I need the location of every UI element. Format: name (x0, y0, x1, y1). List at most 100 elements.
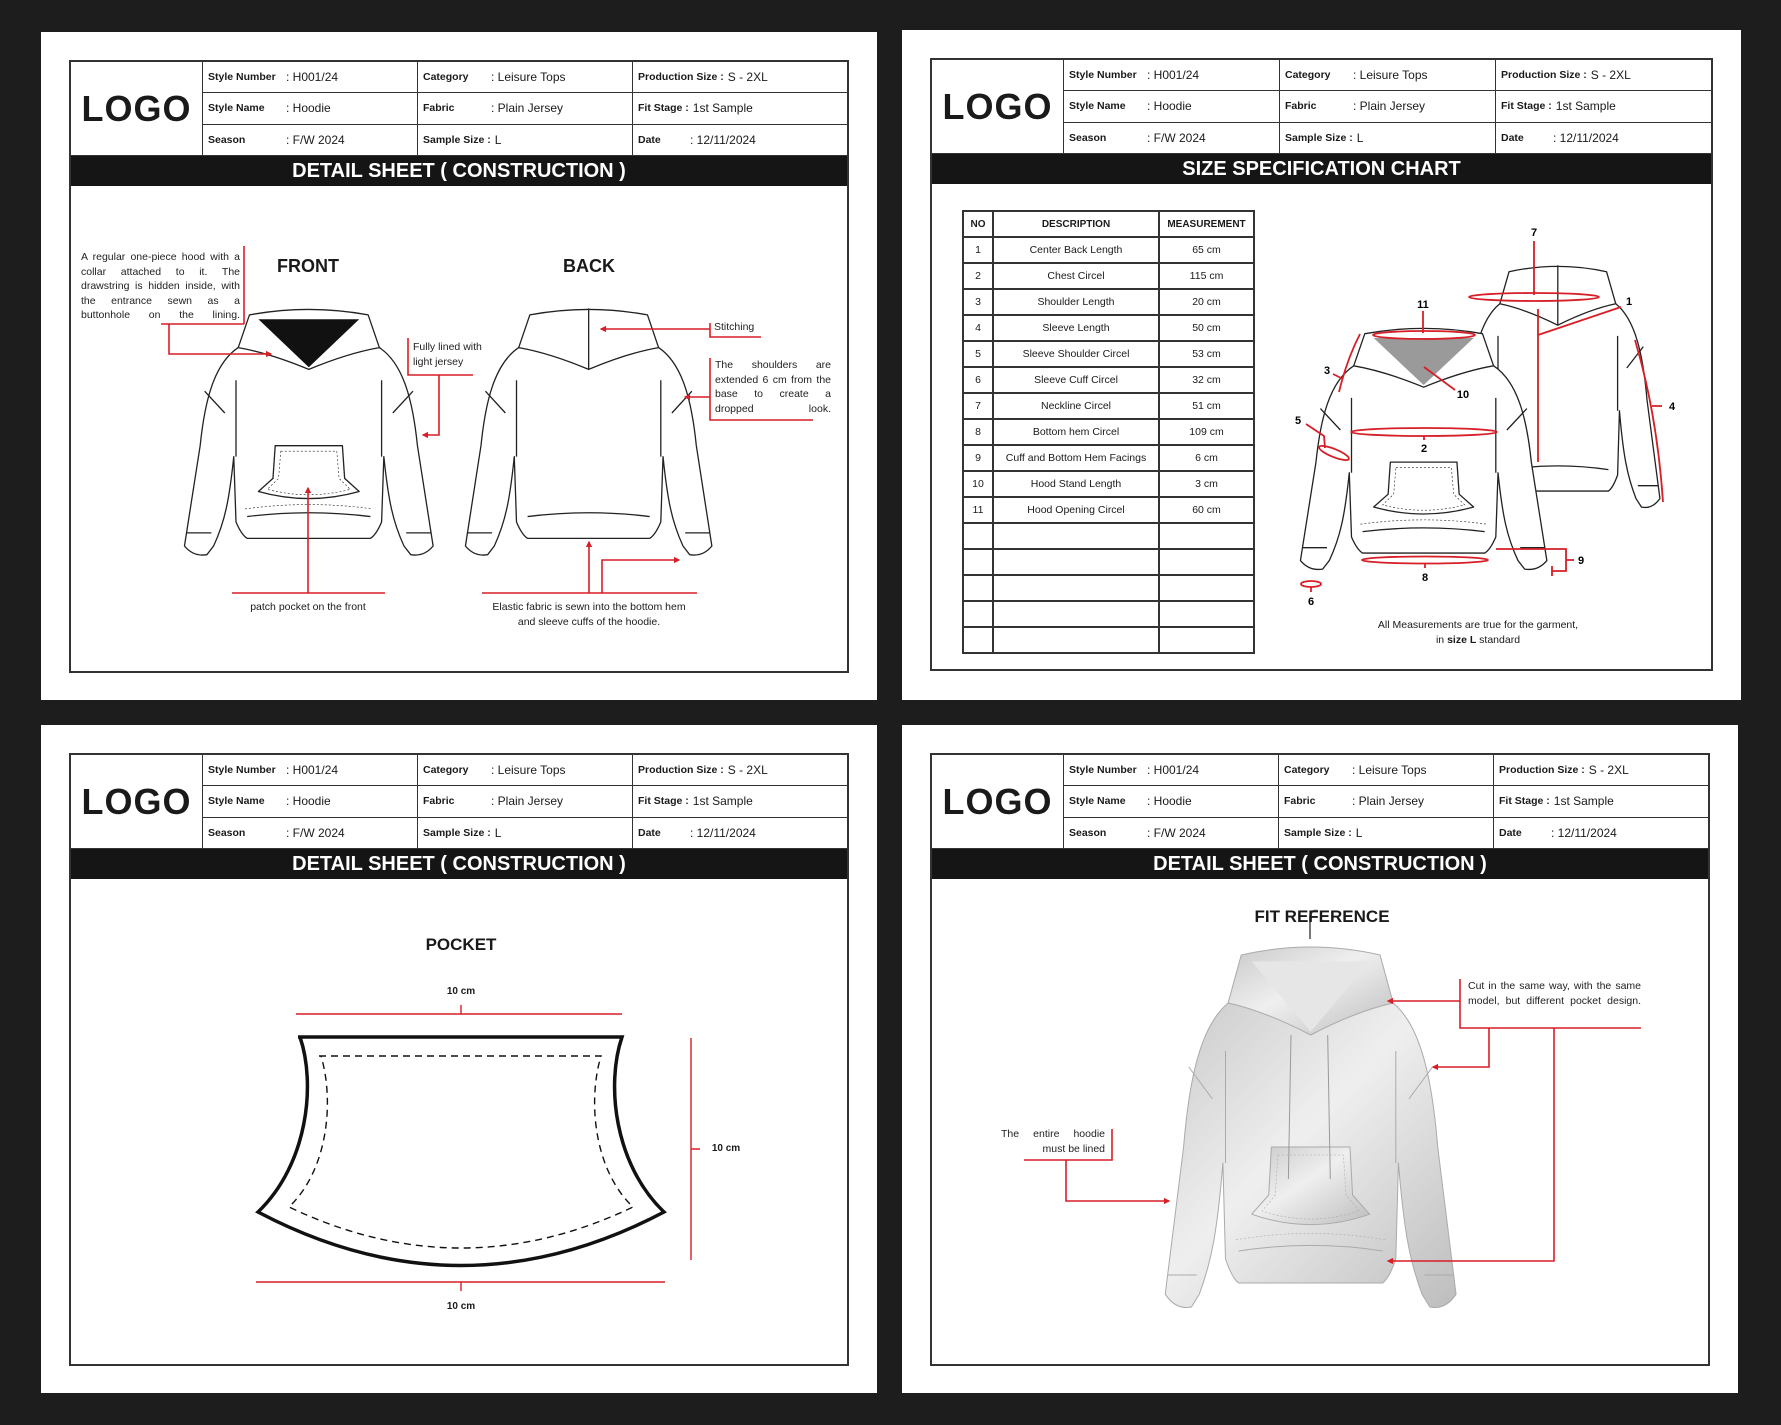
row-measurement: 50 cm (1158, 314, 1255, 342)
marker-number-2: 2 (1421, 443, 1427, 455)
hem-leader (482, 542, 697, 594)
header-col-style: Style Number: H001/24 Style Name: Hoodie… (1064, 755, 1279, 848)
row-no: 10 (962, 470, 994, 498)
category-field: Category: Leisure Tops (1279, 755, 1493, 787)
shoulder-note: The shoulders are extended 6 cm from the… (715, 359, 831, 415)
size-chart-panel: LOGO Style Number: H001/24 Style Name: H… (902, 30, 1741, 700)
marker-9 (1496, 548, 1574, 576)
column-header-no: NO (962, 210, 994, 238)
field-label: Sample Size : (1285, 131, 1353, 144)
row-no: 3 (962, 288, 994, 316)
field-value: : Hoodie (1147, 794, 1192, 809)
pocket-sheet: LOGO Style Number: H001/24 Style Name: H… (69, 753, 849, 1366)
row-measurement: 65 cm (1158, 236, 1255, 264)
column-header-description: DESCRIPTION (992, 210, 1160, 238)
fit-stage-field: Fit Stage :1st Sample (1496, 91, 1711, 123)
season-field: Season: F/W 2024 (1064, 123, 1279, 153)
column-header-measurement: MEASUREMENT (1158, 210, 1255, 238)
caption-text: standard (1476, 634, 1521, 646)
header-col-production: Production Size :S - 2XL Fit Stage :1st … (633, 62, 847, 155)
field-value: : 12/11/2024 (690, 132, 756, 147)
shoulder-leader (1431, 1028, 1490, 1071)
field-label: Category (423, 764, 469, 777)
marker-6-ellipse (1300, 580, 1322, 588)
hood-note: A regular one-piece hood with a collar a… (81, 251, 240, 321)
sheet-title: DETAIL SHEET ( CONSTRUCTION ) (71, 849, 847, 879)
field-value: L (1355, 825, 1363, 840)
row-description: Cuff and Bottom Hem Facings (992, 444, 1160, 472)
fit-body: FIT REFERENCE Cut in the same way, with … (932, 879, 1708, 1364)
diagram-caption-line2: in size L standard (1436, 633, 1520, 648)
row-measurement: 51 cm (1158, 392, 1255, 420)
field-value: : Plain Jersey (1353, 99, 1426, 114)
row-measurement: 53 cm (1158, 340, 1255, 368)
field-label: Date (638, 133, 661, 146)
row-no: 2 (962, 262, 994, 290)
field-label: Style Number (208, 764, 276, 777)
style-name-field: Style Name: Hoodie (1064, 91, 1279, 123)
empty-table-row (962, 574, 1255, 602)
cuff-leader (601, 556, 681, 593)
marker-number-3: 3 (1324, 365, 1330, 377)
field-value: S - 2XL (1590, 68, 1631, 83)
style-name-field: Style Name: Hoodie (203, 93, 417, 125)
marker-5-ellipse (1318, 445, 1350, 461)
field-value: : Leisure Tops (491, 70, 566, 85)
marker-number-8: 8 (1422, 572, 1428, 584)
lining-leader (407, 338, 473, 435)
marker-1 (1537, 306, 1622, 462)
sample-size-field: Sample Size :L (1279, 818, 1493, 848)
field-label: Fit Stage : (1501, 100, 1552, 113)
field-label: Season (208, 826, 246, 839)
annotation-leaders (1024, 979, 1641, 1265)
header-col-style: Style Number: H001/24 Style Name: Hoodie… (1064, 60, 1280, 153)
season-field: Season: F/W 2024 (1064, 818, 1278, 848)
top-dimension-line (296, 1005, 622, 1015)
marker-number-4: 4 (1669, 401, 1676, 413)
header-col-category: Category: Leisure Tops Fabric: Plain Jer… (418, 755, 633, 848)
field-label: Fabric (1284, 795, 1316, 808)
production-size-field: Production Size :S - 2XL (633, 62, 847, 94)
field-label: Sample Size : (423, 826, 491, 839)
field-label: Fit Stage : (1499, 795, 1550, 808)
fit-stage-field: Fit Stage :1st Sample (1494, 786, 1708, 818)
elastic-note-line2: and sleeve cuffs of the hoodie. (517, 616, 661, 628)
shoulder-leader (685, 358, 813, 421)
header-col-production: Production Size :S - 2XL Fit Stage :1st … (1494, 755, 1708, 848)
field-label: Style Name (208, 795, 265, 808)
row-description: Hood Opening Circel (992, 496, 1160, 524)
sheet-title: DETAIL SHEET ( CONSTRUCTION ) (932, 849, 1708, 879)
measurement-markers (1300, 241, 1664, 592)
row-no: 8 (962, 418, 994, 446)
row-description: Hood Stand Length (992, 470, 1160, 498)
field-label: Style Number (208, 71, 276, 84)
marker-3 (1332, 333, 1361, 393)
hood-leader (1388, 979, 1641, 1029)
field-value: 1st Sample (1555, 99, 1616, 114)
field-value: : H001/24 (1147, 68, 1200, 83)
fit-reference-sheet: LOGO Style Number: H001/24 Style Name: H… (930, 753, 1710, 1366)
fit-stage-field: Fit Stage :1st Sample (633, 93, 847, 125)
header-col-category: Category: Leisure Tops Fabric: Plain Jer… (418, 62, 633, 155)
construction-drawing (161, 246, 813, 594)
diagram-caption-line1: All Measurements are true for the garmen… (1377, 619, 1579, 631)
front-hoodie-sketch (1300, 328, 1546, 569)
hoodie-photo (1165, 947, 1456, 1308)
header-col-style: Style Number: H001/24 Style Name: Hoodie… (203, 755, 418, 848)
row-no: 1 (962, 236, 994, 264)
field-value: : Leisure Tops (1353, 68, 1428, 83)
construction-body: A regular one-piece hood with a collar a… (71, 186, 847, 671)
date-field: Date: 12/11/2024 (633, 818, 847, 848)
field-label: Category (423, 71, 469, 84)
field-label: Sample Size : (1284, 826, 1352, 839)
row-description: Sleeve Cuff Circel (992, 366, 1160, 394)
fit-stage-field: Fit Stage :1st Sample (633, 786, 847, 818)
logo: LOGO (71, 755, 203, 848)
sample-size-field: Sample Size :L (1280, 123, 1495, 153)
